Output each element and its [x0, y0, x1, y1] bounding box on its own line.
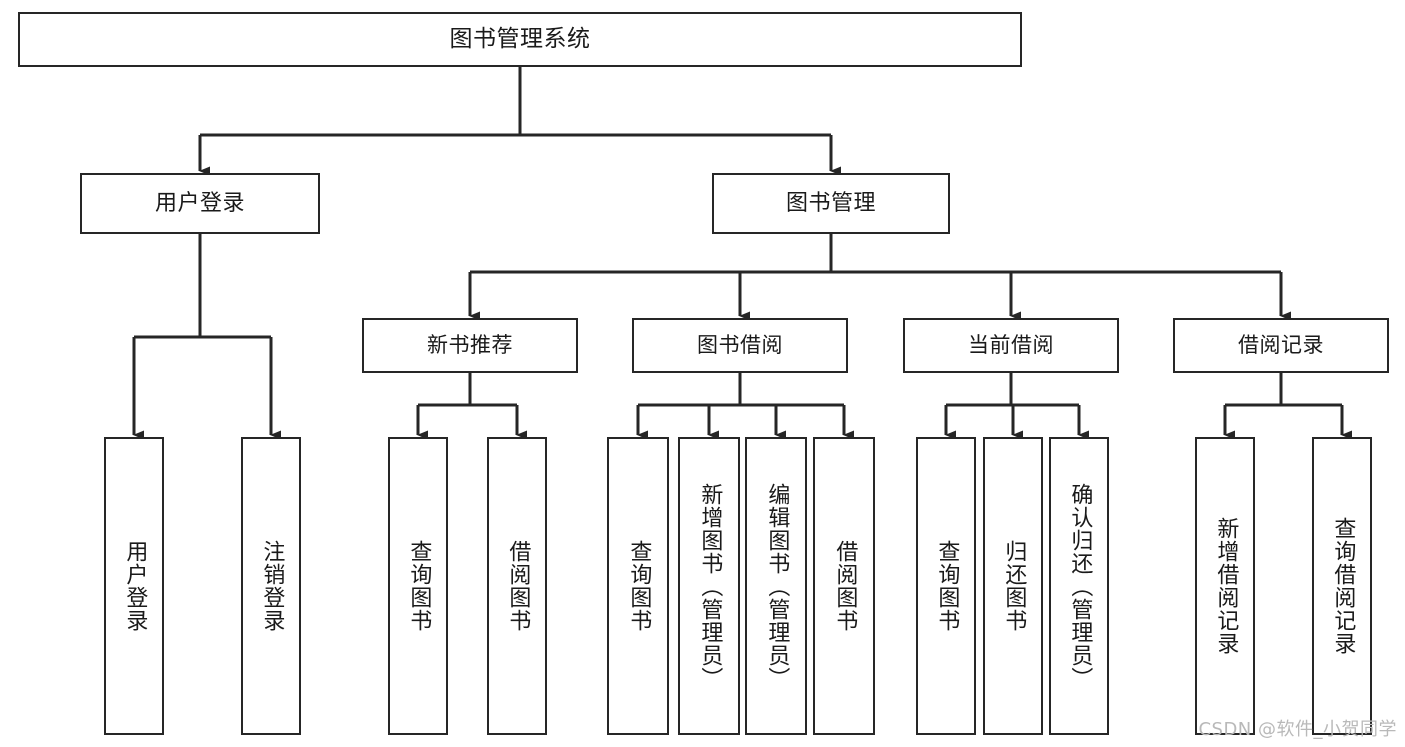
node-label: 用户登录 — [122, 540, 148, 632]
node-leaf-user-logout[interactable]: 注销登录 — [241, 437, 301, 735]
node-label: 图书管理系统 — [449, 25, 591, 52]
node-label: 确认归还（管理员） — [1067, 482, 1093, 690]
node-leaf-query-book-recommend[interactable]: 查询图书 — [388, 437, 448, 735]
node-current-borrow[interactable]: 当前借阅 — [903, 318, 1119, 373]
node-leaf-borrow-book[interactable]: 借阅图书 — [813, 437, 875, 735]
tree-edges — [132, 67, 1352, 440]
node-label: 新书推荐 — [427, 333, 513, 358]
node-leaf-query-book-borrow[interactable]: 查询图书 — [607, 437, 669, 735]
node-label: 编辑图书（管理员） — [764, 482, 790, 690]
watermark-text: CSDN @软件_小贺同学 — [1198, 719, 1397, 740]
node-leaf-borrow-book-recommend[interactable]: 借阅图书 — [487, 437, 547, 735]
node-label: 查询图书 — [626, 540, 652, 632]
node-leaf-query-borrow-record[interactable]: 查询借阅记录 — [1312, 437, 1372, 735]
node-leaf-query-book-current[interactable]: 查询图书 — [916, 437, 976, 735]
node-label: 查询图书 — [406, 540, 432, 632]
node-borrow-record[interactable]: 借阅记录 — [1173, 318, 1389, 373]
node-label: 图书借阅 — [697, 333, 783, 358]
node-label: 借阅图书 — [832, 540, 858, 632]
node-leaf-user-login[interactable]: 用户登录 — [104, 437, 164, 735]
node-leaf-confirm-return[interactable]: 确认归还（管理员） — [1049, 437, 1109, 735]
node-label: 用户登录 — [154, 190, 245, 216]
node-leaf-edit-book[interactable]: 编辑图书（管理员） — [745, 437, 807, 735]
node-label: 当前借阅 — [968, 333, 1054, 358]
node-label: 注销登录 — [259, 540, 285, 632]
node-label: 图书管理 — [785, 190, 876, 216]
node-book-manage[interactable]: 图书管理 — [712, 173, 950, 234]
node-root-system[interactable]: 图书管理系统 — [18, 12, 1022, 67]
node-label: 归还图书 — [1001, 540, 1027, 632]
node-leaf-add-book[interactable]: 新增图书（管理员） — [678, 437, 740, 735]
node-user-login[interactable]: 用户登录 — [80, 173, 320, 234]
node-label: 新增借阅记录 — [1213, 517, 1239, 655]
node-label: 查询图书 — [934, 540, 960, 632]
node-leaf-add-borrow-record[interactable]: 新增借阅记录 — [1195, 437, 1255, 735]
node-label: 查询借阅记录 — [1330, 517, 1356, 655]
node-label: 新增图书（管理员） — [697, 482, 723, 690]
node-new-book-recommend[interactable]: 新书推荐 — [362, 318, 578, 373]
node-label: 借阅记录 — [1238, 333, 1324, 358]
node-label: 借阅图书 — [505, 540, 531, 632]
node-book-borrow[interactable]: 图书借阅 — [632, 318, 848, 373]
node-leaf-return-book[interactable]: 归还图书 — [983, 437, 1043, 735]
